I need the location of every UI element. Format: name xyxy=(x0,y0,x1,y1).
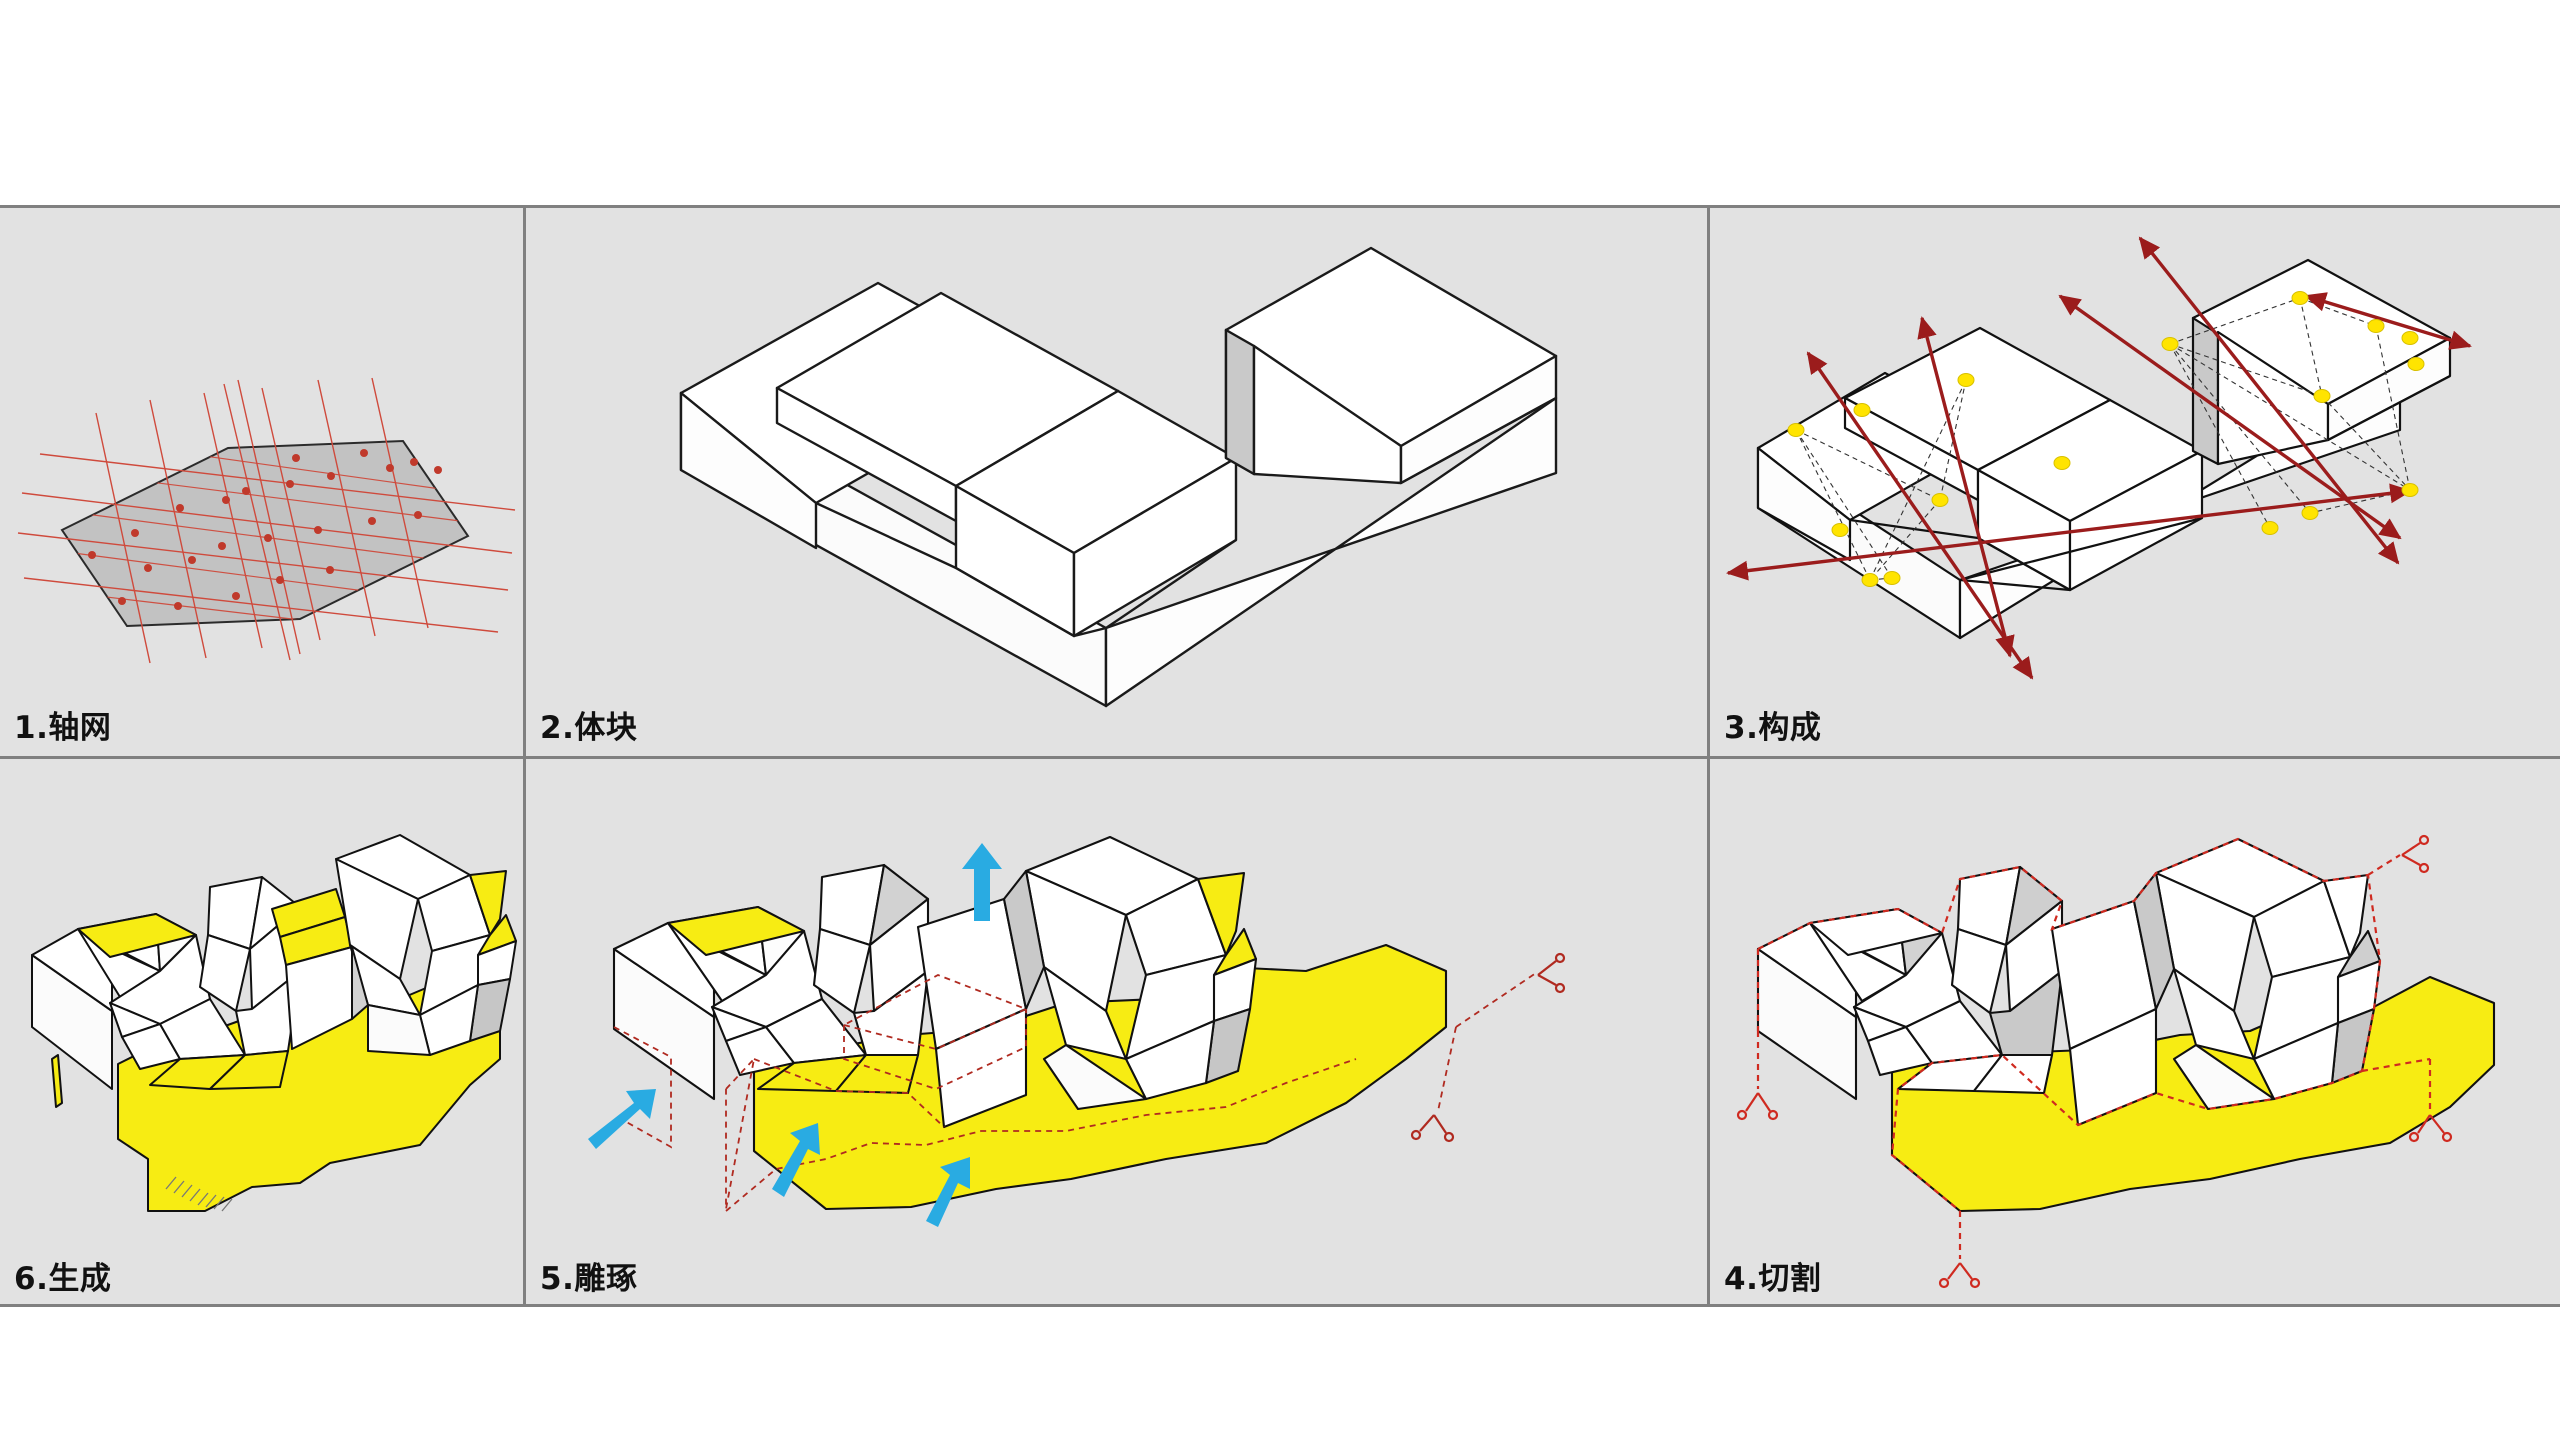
massing-box-illustration xyxy=(526,208,1707,756)
scissors-icon-top xyxy=(2401,834,2430,874)
scissors-icon-left xyxy=(1736,1092,1779,1121)
composition-arrows-illustration xyxy=(1710,208,2560,756)
column-divider-2 xyxy=(1707,208,1710,756)
row-divider xyxy=(0,756,2560,759)
panel-label-carving: 5.雕琢 xyxy=(540,1261,638,1297)
panel-cutting[interactable]: 4.切割 xyxy=(1710,759,2560,1307)
scissors-icon-carve-2 xyxy=(1410,1114,1455,1143)
panel-grid[interactable]: 1.轴网 xyxy=(0,208,523,756)
push-arrows xyxy=(588,843,1002,1227)
panel-label-composition: 3.构成 xyxy=(1724,710,1822,746)
column-divider-4 xyxy=(1707,759,1710,1307)
panel-generation[interactable]: 6.生成 xyxy=(0,759,523,1307)
panel-row-top: 1.轴网 xyxy=(0,208,2560,759)
faceted-carve-illustration xyxy=(526,759,1707,1307)
panel-volume[interactable]: 2.体块 xyxy=(526,208,1707,756)
panel-row-bottom: 6.生成 xyxy=(0,759,2560,1307)
diagram-board: 1.轴网 xyxy=(0,205,2560,1307)
column-divider-3 xyxy=(523,759,526,1307)
panel-carving[interactable]: 5.雕琢 xyxy=(526,759,1707,1307)
panel-composition[interactable]: 3.构成 xyxy=(1710,208,2560,756)
column-divider-1 xyxy=(523,208,526,756)
panel-label-volume: 2.体块 xyxy=(540,710,638,746)
panel-label-generation: 6.生成 xyxy=(14,1261,112,1297)
scissors-icon-right xyxy=(2408,1114,2453,1143)
scissors-icon-carve xyxy=(1537,952,1566,994)
panel-label-cutting: 4.切割 xyxy=(1724,1261,1822,1297)
faceted-final-illustration xyxy=(0,759,523,1307)
grid-plane-illustration xyxy=(0,208,523,756)
faceted-cut-illustration xyxy=(1710,759,2560,1307)
panel-label-grid: 1.轴网 xyxy=(14,710,112,746)
scissors-icon-bottom xyxy=(1938,1262,1981,1289)
